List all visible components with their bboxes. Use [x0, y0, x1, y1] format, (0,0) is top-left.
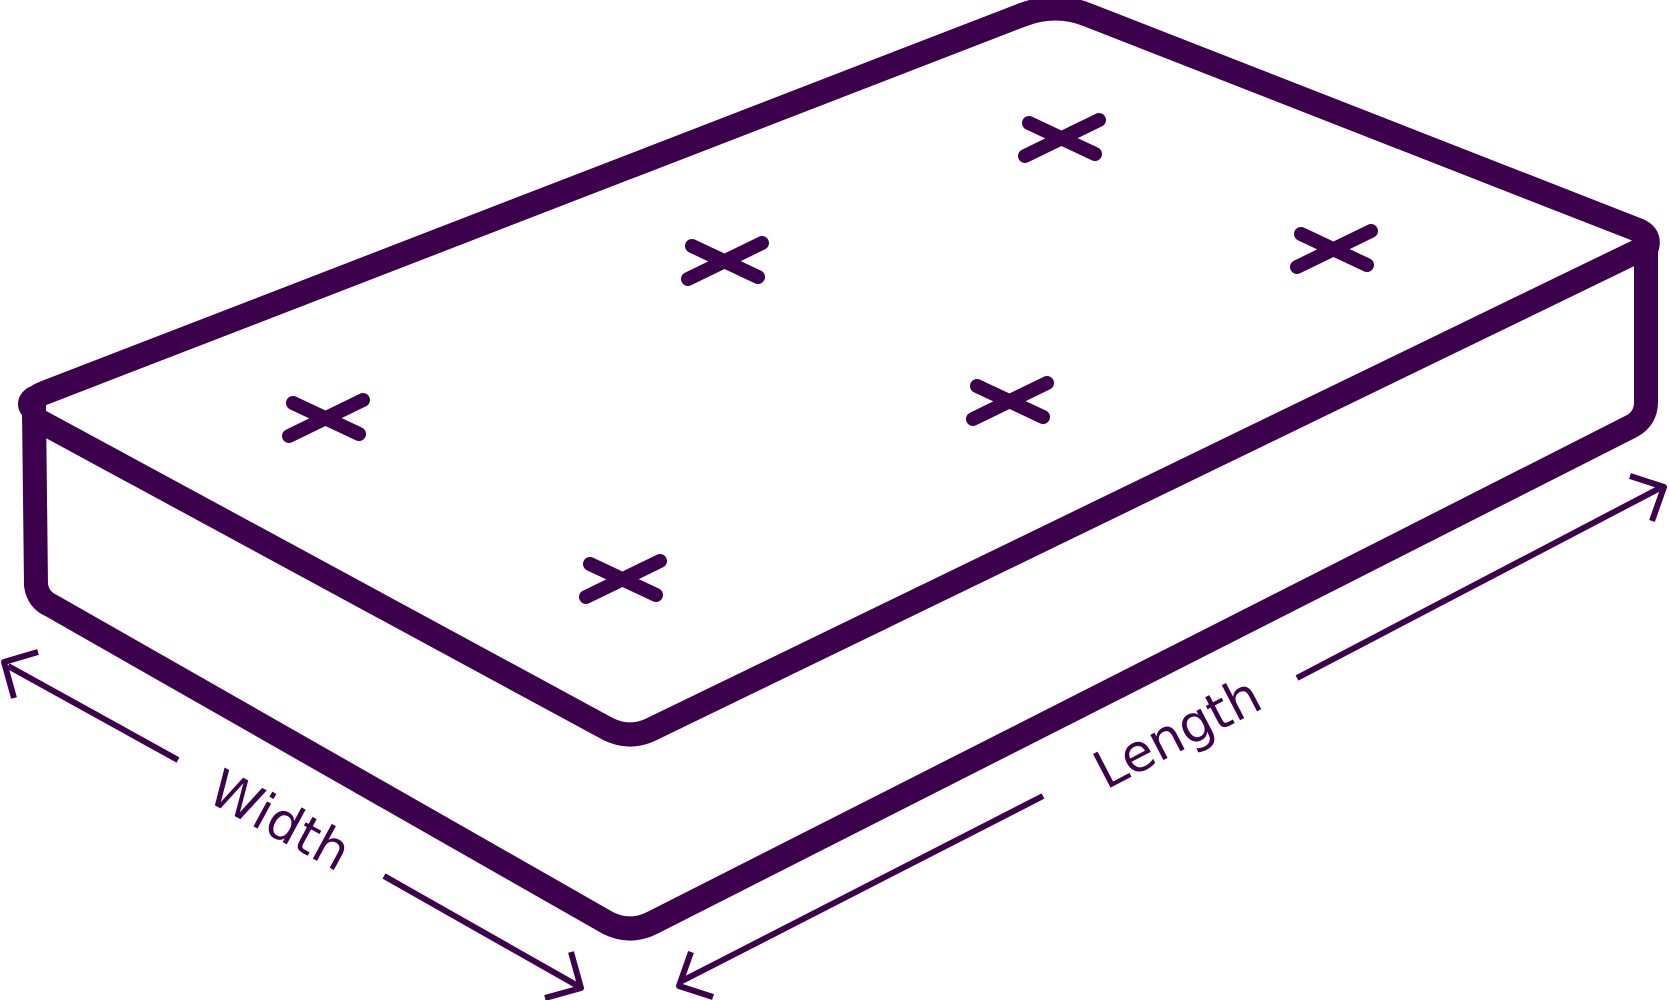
x-tuft-icon — [681, 236, 769, 286]
x-tuft-icon — [282, 393, 370, 443]
mattress-outline — [18, 0, 1660, 941]
width-dimension-line-right — [382, 873, 580, 989]
mattress-top-edge — [22, 238, 1652, 747]
x-tuft-icon — [1290, 224, 1378, 274]
x-tuft-icon — [579, 554, 667, 604]
length-arrowhead-lower — [676, 951, 714, 1000]
x-tuft-icon — [1018, 113, 1106, 163]
tufts — [282, 113, 1378, 604]
length-arrowhead-upper — [1629, 473, 1667, 522]
length-dimension-line-lower — [678, 793, 1045, 985]
width-arrowhead-left — [1, 649, 39, 699]
length-dimension-line-upper — [1295, 484, 1664, 681]
mattress — [18, 0, 1660, 941]
width-arrowhead-right — [544, 951, 584, 1000]
x-tuft-icon — [966, 376, 1054, 426]
width-dimension-line-left — [6, 663, 180, 763]
